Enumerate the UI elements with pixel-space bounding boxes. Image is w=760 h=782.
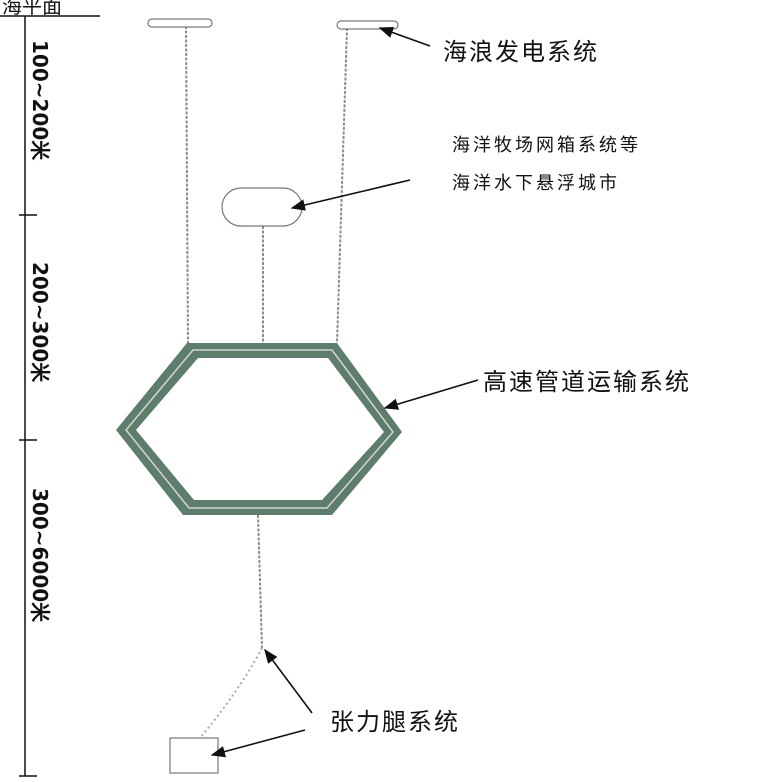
arrows (210, 26, 479, 758)
tension-leg-label: 张力腿系统 (330, 708, 460, 736)
depth-scale: 海平面 100~200米 200~300米 300~6000米 (0, 0, 100, 777)
floating-city-label: 海洋水下悬浮城市 (452, 173, 620, 194)
anchor-cable (199, 647, 263, 739)
depth-zone-label: 200~300米 (28, 262, 52, 383)
ranch-label: 海洋牧场网箱系统等 (452, 135, 641, 156)
arrow-floating-city (290, 179, 411, 211)
wave-float-left (147, 18, 213, 28)
right-cable (336, 27, 348, 344)
wave-float-right (336, 20, 399, 30)
left-cable (185, 25, 189, 344)
arrow-wave-power (378, 26, 431, 47)
sea-level-label: 海平面 (2, 0, 62, 18)
anchor-block (169, 737, 219, 774)
arrow-anchor (210, 729, 306, 758)
tension-cable (257, 514, 263, 649)
cables (185, 25, 348, 739)
hexagon-pipeline (116, 343, 402, 515)
wave-power-label: 海浪发电系统 (443, 38, 599, 66)
pipeline-label: 高速管道运输系统 (483, 368, 691, 396)
depth-zone-label: 100~200米 (28, 40, 52, 161)
arrow-tension-cable (264, 648, 313, 714)
arrow-pipeline (383, 379, 479, 410)
floating-city-capsule (221, 187, 303, 227)
depth-zone-label: 300~6000米 (28, 488, 52, 623)
